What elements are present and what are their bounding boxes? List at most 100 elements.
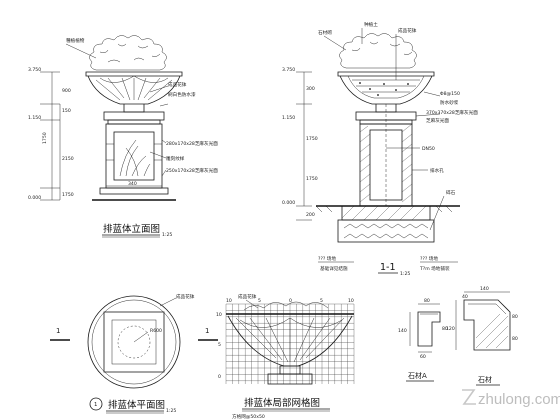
elevation-leader-plant: 種植植物	[66, 37, 85, 44]
stone-a-profile	[417, 311, 441, 347]
section-view: 3.750 1.150 0.000 300 1750 1750 200 种植土 …	[282, 21, 478, 277]
section-dim-4: 200	[306, 212, 315, 218]
stone-b-title: 石材	[478, 375, 492, 384]
plan-number-circle	[89, 397, 103, 411]
section-dim-3: 1750	[306, 176, 318, 182]
elevation-level-top: 3.750	[28, 67, 41, 73]
plan-title: 排蓝体平面图	[108, 399, 165, 411]
stone-b-inner	[468, 303, 507, 315]
elevation-dim-5: 1750	[62, 192, 74, 198]
grid-plant-top	[243, 301, 329, 311]
elevation-dim-1: 150	[62, 108, 71, 114]
elevation-level-mid: 1.150	[28, 115, 41, 121]
section-footing-hatch	[341, 205, 427, 221]
plan-view: R600 成品花钵 1 1 1 排蓝体平面图 1:25	[50, 293, 218, 414]
elevation-spec-cap: 280x170x28芝麻灰光面	[166, 140, 218, 147]
section-spec-cap2: 芝麻灰光面	[426, 117, 449, 124]
stone-b-dim-left: 120	[446, 326, 455, 332]
pedestal-cap-lower	[107, 119, 161, 125]
section-soil	[352, 79, 420, 93]
grid-pedestal	[267, 373, 313, 385]
section-leader-mid: DN50	[422, 146, 435, 152]
section-level-mid: 1.150	[282, 115, 295, 121]
relief-leaf-pattern	[119, 139, 151, 177]
watermark: zhulong.com	[462, 389, 560, 408]
grid-x-0: 0	[289, 298, 292, 304]
elevation-leader-bowl: 成品花钵	[168, 81, 187, 88]
section-plant-foliage	[339, 33, 417, 69]
elevation-dim-3: 2150	[62, 156, 74, 162]
plan-scale: 1:25	[166, 408, 176, 414]
elevation-dim-2: 900	[62, 88, 71, 94]
section-dim-1: 300	[306, 86, 315, 92]
bowl-relief-curve	[99, 75, 169, 83]
section-bowl-rim	[337, 71, 435, 77]
stone-a-dim-right: 80	[442, 326, 448, 332]
plan-radius-label: R600	[150, 328, 162, 334]
section-title: 1-1	[380, 262, 396, 273]
stone-b-dim-right2: 80	[512, 336, 518, 342]
plan-section-mark-left-label: 1	[56, 327, 60, 335]
elevation-leader-relief: 雕刻纹样	[166, 155, 185, 162]
section-leader-r1: 排水孔	[430, 167, 444, 174]
section-leader-bowl: Φ8@150	[440, 91, 460, 97]
watermark-text: zhulong.com	[478, 391, 560, 408]
grid-scale: 方格网@50x50	[232, 413, 265, 420]
section-wall-hatch	[359, 123, 413, 203]
section-leader-top: 种植土	[364, 21, 378, 28]
plan-section-mark-right-label: 1	[205, 327, 209, 335]
section-foot-note-left: 基础详见结施	[320, 265, 348, 272]
grid-lines	[225, 303, 355, 384]
section-plant-lines	[351, 41, 413, 55]
section-footing	[341, 205, 431, 221]
grid-detail-view: 成品花钵 10 5 0 10 5 0 5 10 排蓝体局部网格图 方格网@50x…	[216, 293, 355, 420]
pedestal-joints	[106, 143, 162, 161]
section-earth-ticks	[315, 205, 453, 213]
stone-b-dim-right: 80	[512, 314, 518, 320]
plan-pedestal-square	[103, 311, 165, 373]
section-gravel-pattern	[343, 223, 429, 239]
grid-x-5a: 5	[258, 298, 261, 304]
elevation-scale: 1:25	[162, 232, 172, 238]
elevation-dim-base-inner: 340	[128, 181, 137, 187]
section-foot-right: ??? 场地	[420, 255, 438, 262]
grid-leader: 成品花钵	[238, 293, 257, 300]
elevation-view: 3.750 1.150 0.000 150 900 2150 1750 1750…	[28, 35, 218, 238]
grid-y-10: 10	[216, 312, 222, 318]
section-dim-2: 1750	[306, 136, 318, 142]
watermark-logo-icon	[462, 389, 476, 405]
section-leader-left: 石材砌	[318, 29, 332, 36]
elevation-spec-base: 250x170x28芝麻灰光面	[166, 167, 218, 174]
section-spec-cap: 370x370x28芝麻灰光面	[426, 109, 478, 116]
grid-title: 排蓝体局部网格图	[244, 397, 320, 409]
relief-panel	[113, 131, 155, 181]
section-leader-top2: 成品花钵	[398, 27, 417, 34]
grid-y-0: 0	[218, 374, 221, 380]
stone-b-dim-top: 140	[480, 286, 489, 292]
section-bowl-inner	[347, 75, 425, 99]
stone-b-profile	[463, 299, 511, 351]
plan-leader: 成品花钵	[176, 293, 195, 300]
stone-detail-view: 80 140 60 80 石材A 140 40 120 80 80 石材	[398, 286, 518, 386]
section-scale: 1:25	[400, 271, 410, 277]
elevation-title: 排蓝体立面图	[103, 223, 160, 235]
section-leader-r2: 碎石	[446, 189, 456, 196]
bowl-rim	[85, 71, 183, 77]
stone-a-title: 石材A	[408, 371, 427, 380]
elevation-level-base: 0.000	[28, 195, 41, 201]
grid-bowl-wave	[239, 317, 343, 328]
stone-b-hatch	[475, 313, 509, 349]
pedestal-cap	[103, 111, 165, 121]
plan-number: 1	[94, 402, 97, 408]
bowl-neck	[123, 104, 145, 113]
plan-dashed-circle	[117, 325, 151, 359]
pedestal-base	[99, 187, 169, 195]
section-gravel	[337, 219, 435, 243]
section-level-base: 0.000	[282, 200, 295, 206]
grid-x-10a: 10	[226, 298, 232, 304]
section-foot-left: ??? 场地	[318, 255, 336, 262]
section-leader-bowl2: 防水砂浆	[440, 99, 459, 106]
bowl-relief-lines	[95, 77, 173, 101]
stone-a-dim-top: 80	[424, 298, 430, 304]
plan-outer-circle	[87, 295, 181, 389]
